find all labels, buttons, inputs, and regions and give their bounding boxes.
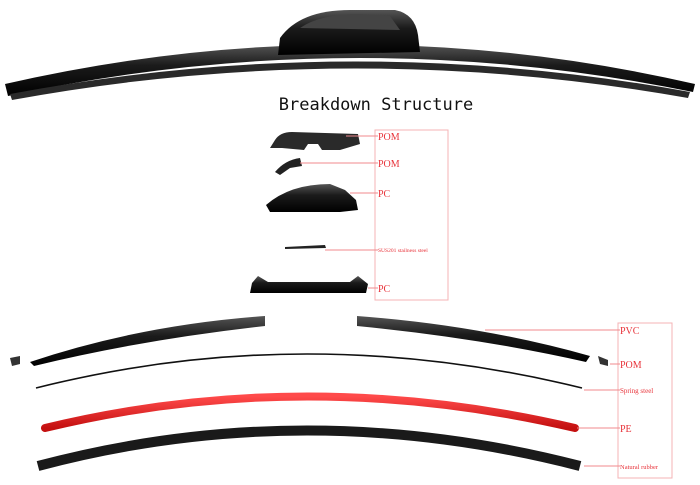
head-label-pom-clip: POM [378, 159, 400, 170]
blade-label-pe: PE [620, 424, 632, 435]
adapter-part [266, 184, 358, 212]
head-components [250, 132, 368, 293]
blade-label-spring-steel: Spring steel [620, 387, 653, 395]
head-leaders [300, 135, 378, 289]
clip-part [275, 158, 302, 175]
rubber-strip-part [36, 425, 582, 471]
end-cap-right [598, 356, 608, 366]
blade-leaders [485, 329, 620, 467]
blade-label-pom: POM [620, 360, 642, 371]
spoiler-left-part [30, 316, 265, 366]
blade-label-box [617, 322, 673, 479]
steel-pin-part [285, 245, 326, 249]
head-label-box [374, 129, 449, 301]
diagram-title: Breakdown Structure [279, 95, 473, 115]
pe-strip-part [41, 392, 579, 432]
head-label-steel: SUS201 stailness steel [378, 248, 428, 254]
spring-steel-part [35, 353, 583, 389]
head-cover-part [270, 132, 360, 150]
blade-label-natural-rubber: Natural rubber [620, 464, 659, 471]
head-label-pc-adapter: PC [378, 189, 391, 200]
blade-components [10, 316, 608, 471]
assembled-wiper-blade [5, 10, 695, 100]
spoiler-right-part [357, 316, 590, 362]
base-part [250, 276, 368, 293]
blade-label-pvc: PVC [620, 326, 640, 337]
head-label-pc-base: PC [378, 284, 391, 295]
end-cap-left [10, 356, 20, 366]
head-label-pom-cover: POM [378, 132, 400, 143]
